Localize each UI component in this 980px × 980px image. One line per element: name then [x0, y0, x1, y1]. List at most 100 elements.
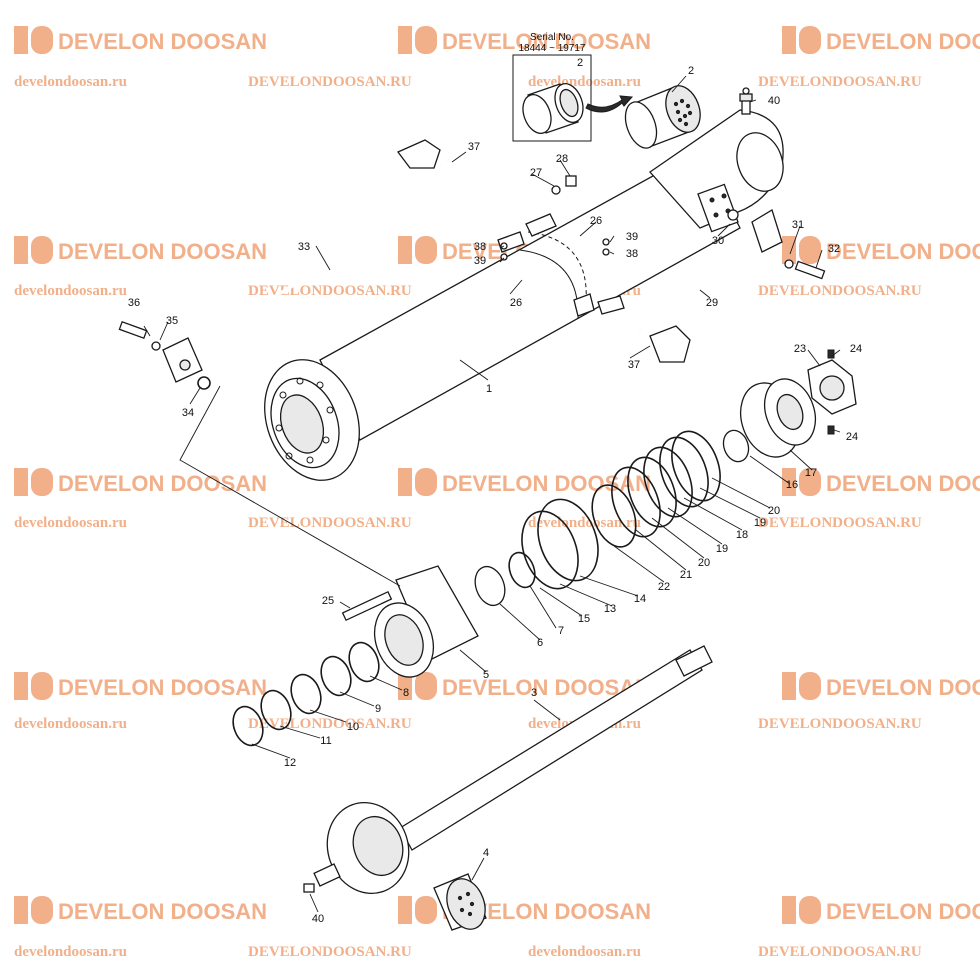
develon-logo-icon [31, 468, 53, 496]
watermark-site: DEVELONDOOSAN.RU [248, 944, 412, 960]
watermark-logo: DEVELON DOOSAN [398, 672, 651, 700]
watermark-site: DEVELONDOOSAN.RU [248, 716, 412, 732]
develon-logo-icon [14, 26, 28, 54]
watermark-site: develondoosan.ru [14, 283, 127, 299]
callout-3: 3 [531, 687, 537, 699]
develon-logo-icon [398, 896, 412, 924]
callout-26b: 26 [510, 297, 522, 309]
callout-9: 9 [375, 703, 381, 715]
watermark-site: DEVELONDOOSAN.RU [758, 74, 922, 90]
develon-logo-icon [31, 896, 53, 924]
develon-logo-icon [782, 236, 796, 264]
watermark-brand-text: DEVELON DOOSAN [826, 675, 980, 700]
callout-5: 5 [483, 669, 489, 681]
callout-33: 33 [298, 241, 310, 253]
callout-20: 20 [768, 505, 780, 517]
callout-19: 19 [754, 517, 766, 529]
callout-14: 14 [634, 593, 646, 605]
callout-24: 24 [850, 343, 862, 355]
seal-rings [474, 430, 721, 607]
grease-fitting-part-40b [303, 883, 315, 893]
washer-part-27 [551, 185, 561, 195]
watermark-site: develondoosan.ru [14, 944, 127, 960]
pipe-clamp-part-37 [396, 139, 441, 169]
callout-30: 30 [712, 235, 724, 247]
callout-7: 7 [558, 625, 564, 637]
collar-part-16 [722, 429, 750, 463]
develon-logo-icon [415, 896, 437, 924]
watermark-brand-text: DEVELON DOOSAN [58, 239, 267, 264]
serial-range: 18444 ~ 19717 [518, 43, 585, 54]
callout-28: 28 [556, 153, 568, 165]
develon-logo-icon [415, 236, 437, 264]
callout-39: 39 [474, 255, 486, 267]
develon-logo-icon [14, 236, 28, 264]
watermark-brand-text: DEVELON DOOSAN [58, 675, 267, 700]
washer-part-39 [602, 238, 610, 246]
develon-logo-icon [398, 672, 412, 700]
watermark-site: develondoosan.ru [14, 716, 127, 732]
callout-35: 35 [166, 315, 178, 327]
callout-21: 21 [680, 569, 692, 581]
watermark-site: DEVELONDOOSAN.RU [758, 283, 922, 299]
callout-27: 27 [530, 167, 542, 179]
watermark-brand-text: DEVELON DOOSAN [58, 29, 267, 54]
watermark-brand-text: DEVELON DOOSAN [442, 29, 651, 54]
callout-19b: 19 [716, 543, 728, 555]
bolt-part-32 [794, 260, 826, 280]
develon-logo-icon [14, 896, 28, 924]
bolt-part-36 [118, 320, 148, 340]
develon-logo-icon [14, 468, 28, 496]
callout-29: 29 [706, 297, 718, 309]
develon-logo-icon [14, 672, 28, 700]
watermark-logo: DEVELON DOOSAN [14, 236, 267, 264]
develon-logo-icon [415, 672, 437, 700]
watermark-logo: DEVELON DOOSAN [398, 26, 651, 54]
develon-logo-icon [398, 26, 412, 54]
develon-logo-icon [782, 896, 796, 924]
watermark-site: develondoosan.ru [14, 74, 127, 90]
bushing-part-2 [624, 85, 701, 149]
watermark-site: develondoosan.ru [528, 944, 641, 960]
develon-logo-icon [799, 468, 821, 496]
callout-34: 34 [182, 407, 194, 419]
develon-logo-icon [398, 468, 412, 496]
pipe-clamp-part-37b [649, 325, 691, 363]
bushing-part-6 [474, 565, 506, 607]
develon-logo-icon [415, 468, 437, 496]
develon-logo-icon [799, 896, 821, 924]
callout-23: 23 [794, 343, 806, 355]
callout-37b: 37 [628, 359, 640, 371]
leader-lines [143, 75, 841, 913]
callout-36: 36 [128, 297, 140, 309]
watermark-brand-text: DEVELON DOOSAN [826, 29, 980, 54]
watermark-site: DEVELONDOOSAN.RU [248, 74, 412, 90]
piston-assembly [722, 349, 857, 463]
develon-logo-icon [415, 26, 437, 54]
watermark-logo: DEVELON DOOSAN [782, 26, 980, 54]
callout-2: 2 [688, 65, 694, 77]
develon-logo-icon [398, 236, 412, 264]
callout-37: 37 [468, 141, 480, 153]
callout-32: 32 [828, 243, 840, 255]
callout-38: 38 [474, 241, 486, 253]
cylinder-tube-part-1 [264, 109, 784, 481]
watermark-logo: DEVELON DOOSAN [782, 236, 980, 264]
watermark-logo: DEVELON DOOSAN [14, 896, 267, 924]
watermark-logo: DEVELON DOOSAN [14, 672, 267, 700]
watermark-site: DEVELONDOOSAN.RU [758, 515, 922, 531]
bolt-part-25 [341, 590, 393, 622]
watermark-brand-text: DEVELON DOOSAN [826, 471, 980, 496]
callout-26: 26 [590, 215, 602, 227]
set-screw-part-24b [827, 425, 835, 435]
watermark-site: develondoosan.ru [14, 515, 127, 531]
callout-2-inset: 2 [577, 57, 583, 69]
develon-logo-icon [782, 468, 796, 496]
watermark-logo: DEVELON DOOSAN [782, 468, 980, 496]
develon-logo-icon [782, 26, 796, 54]
develon-logo-icon [782, 672, 796, 700]
rod-cover-part-5 [341, 565, 479, 678]
watermark-logo: DEVELON DOOSAN [782, 896, 980, 924]
callout-13: 13 [604, 603, 616, 615]
callout-20b: 20 [698, 557, 710, 569]
